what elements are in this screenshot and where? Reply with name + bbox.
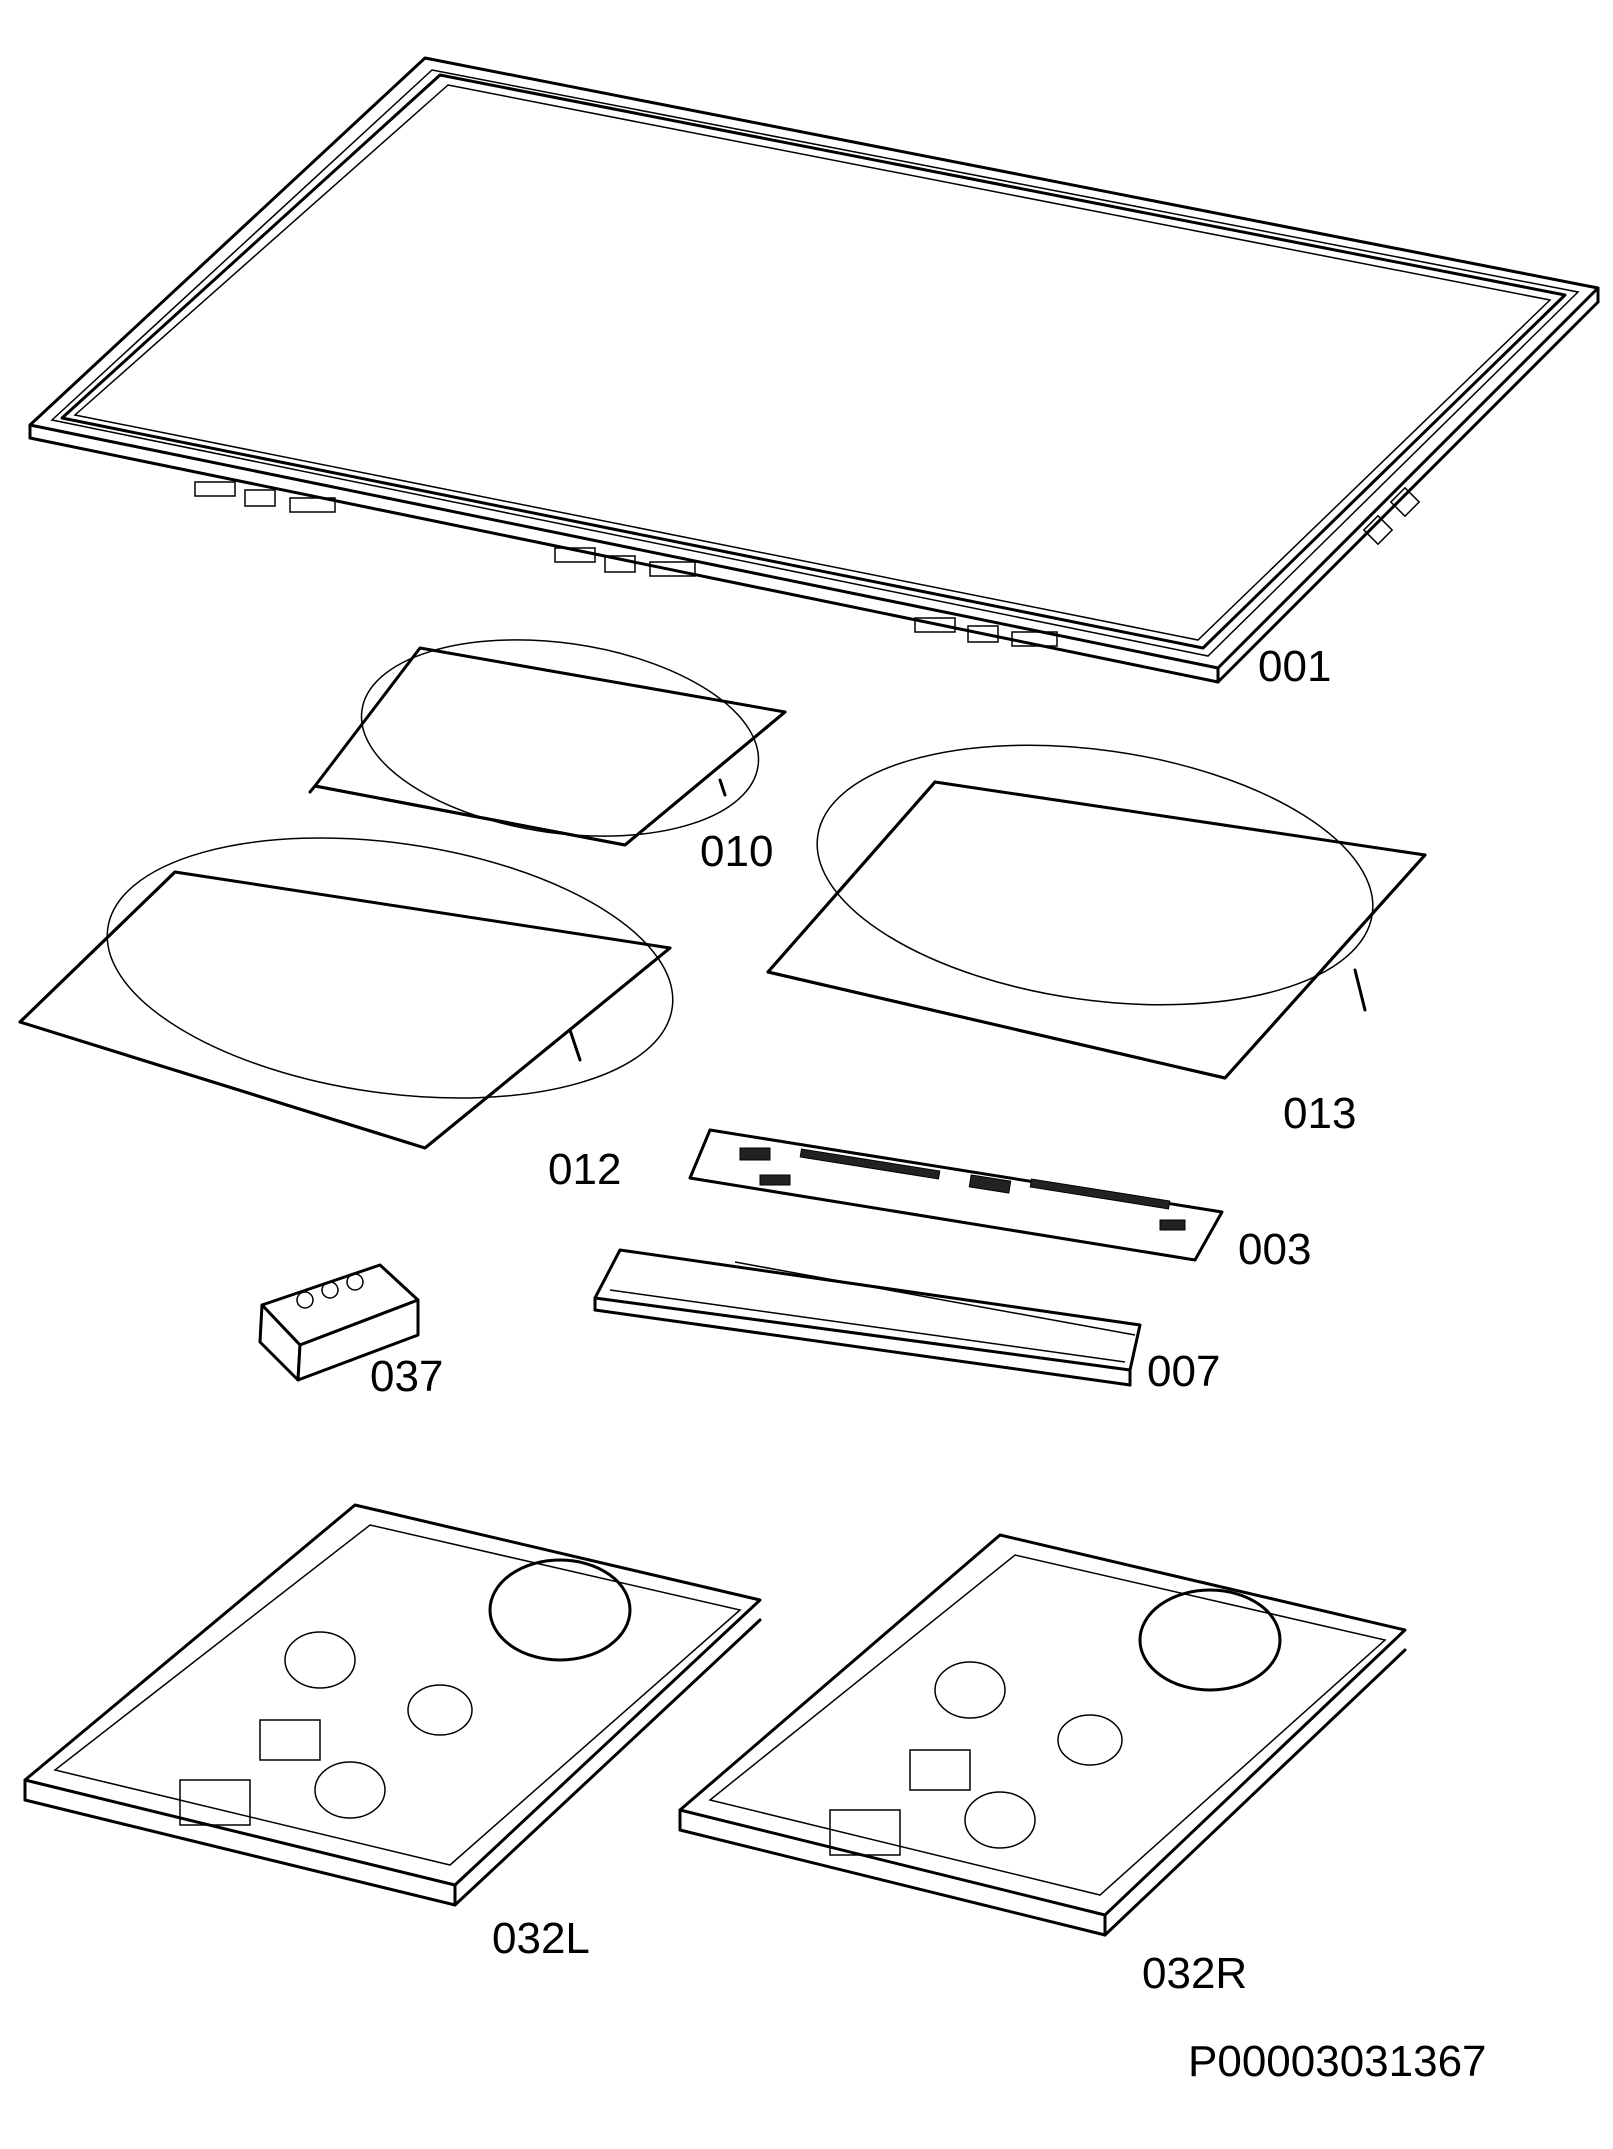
part-003-control-board <box>688 1128 1224 1262</box>
part-label-003: 003 <box>1238 1225 1312 1274</box>
part-label-037: 037 <box>370 1352 444 1401</box>
part-013-coil-large-right <box>766 744 1427 1080</box>
part-label-013: 013 <box>1283 1089 1357 1138</box>
part-label-010: 010 <box>700 827 774 876</box>
part-001-glass-top <box>28 56 1600 684</box>
part-label-001: 001 <box>1258 642 1332 691</box>
part-label-007: 007 <box>1147 1347 1221 1396</box>
part-label-032L: 032L <box>492 1914 590 1963</box>
part-032R-power-board-right <box>678 1533 1407 1937</box>
part-label-012: 012 <box>548 1145 622 1194</box>
part-010-coil-small <box>308 639 787 847</box>
part-012-coil-large-left <box>18 837 674 1150</box>
part-label-032R: 032R <box>1142 1949 1248 1998</box>
part-032L-power-board-left <box>23 1503 762 1907</box>
part-037-terminal-block <box>258 1263 420 1382</box>
part-007-board-housing <box>593 1248 1142 1387</box>
document-id: P00003031367 <box>1188 2037 1487 2086</box>
